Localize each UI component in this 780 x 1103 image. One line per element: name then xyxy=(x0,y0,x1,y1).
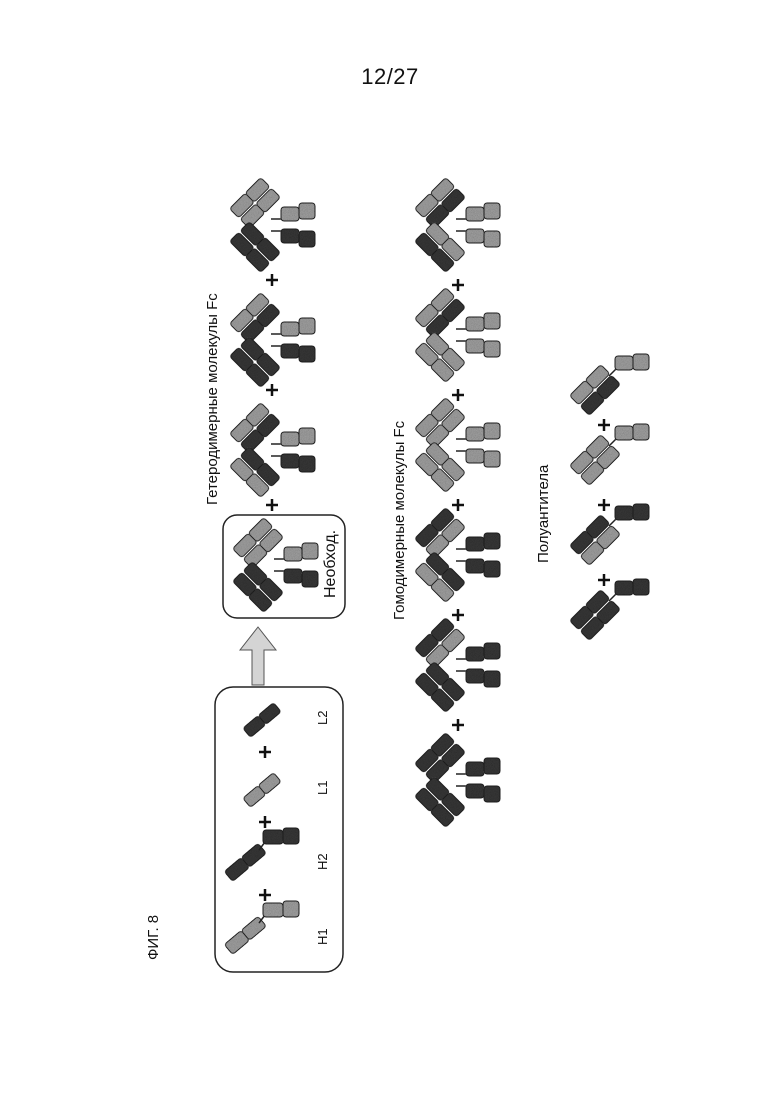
heavy-chain-h1 xyxy=(225,900,300,954)
heterodimeric-antibody xyxy=(230,293,316,387)
group-title-heterodimeric: Гетеродимерные молекулы Fc xyxy=(204,293,221,505)
homodimeric-antibody xyxy=(415,398,501,492)
plus-sign xyxy=(452,609,464,621)
inputs-layer xyxy=(225,703,300,954)
desired-box xyxy=(222,514,346,619)
light-chain-l1 xyxy=(243,773,281,807)
figure-label: ФИГ. 8 xyxy=(145,915,162,960)
chain-label-h1: H1 xyxy=(315,928,330,945)
heterodimeric-antibody xyxy=(230,178,316,272)
plus-sign xyxy=(259,816,271,828)
light-chain-l2 xyxy=(243,703,281,737)
molecules-layer xyxy=(230,178,650,827)
plus-sign xyxy=(266,274,278,286)
half-antibody xyxy=(570,503,650,565)
plus-sign xyxy=(598,419,610,431)
plus-sign xyxy=(259,889,271,901)
plus-sign xyxy=(452,279,464,291)
inputs-box xyxy=(214,686,344,973)
plus-sign xyxy=(266,384,278,396)
plus-sign xyxy=(259,746,271,758)
plus-sign xyxy=(452,389,464,401)
half-antibody xyxy=(570,423,650,485)
homodimeric-antibody xyxy=(415,178,501,272)
up-arrow-icon xyxy=(238,626,278,686)
chain-label-h2: H2 xyxy=(315,853,330,870)
page-number: 12/27 xyxy=(361,64,419,89)
group-title-homodimeric: Гомодимерные молекулы Fc xyxy=(391,420,408,620)
plus-sign xyxy=(598,499,610,511)
homodimeric-antibody xyxy=(415,733,501,827)
desired-antibody xyxy=(233,518,319,612)
heavy-chain-h2 xyxy=(225,827,300,881)
plus-sign xyxy=(266,499,278,511)
group-title-half-antibodies: Полуантитела xyxy=(535,464,552,563)
desired-label: Необход. xyxy=(322,530,339,598)
chain-label-l1: L1 xyxy=(315,781,330,795)
homodimeric-antibody xyxy=(415,508,501,602)
half-antibody xyxy=(570,578,650,640)
plus-sign xyxy=(452,719,464,731)
half-antibody xyxy=(570,353,650,415)
chain-label-l2: L2 xyxy=(315,711,330,725)
plus-sign xyxy=(598,574,610,586)
homodimeric-antibody xyxy=(415,288,501,382)
heterodimeric-antibody xyxy=(230,403,316,497)
plus-sign xyxy=(452,499,464,511)
homodimeric-antibody xyxy=(415,618,501,712)
